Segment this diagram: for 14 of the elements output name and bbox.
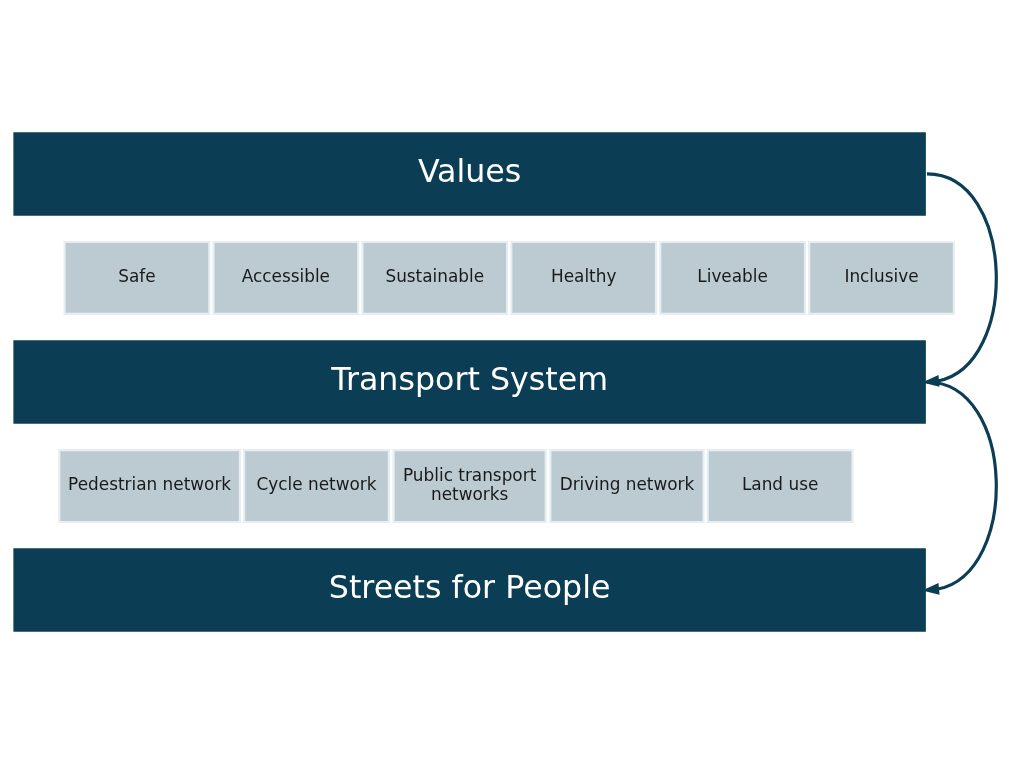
node-box: Values bbox=[12, 131, 926, 216]
node-box: Land use bbox=[706, 448, 854, 523]
node-box: Liveable bbox=[658, 240, 806, 315]
node-box: Public transport networks bbox=[392, 448, 547, 523]
node-box: Driving network bbox=[548, 448, 705, 523]
node-box: Cycle network bbox=[242, 448, 390, 523]
node-box: Accessible bbox=[211, 240, 359, 315]
node-box: Healthy bbox=[509, 240, 657, 315]
node-box: Inclusive bbox=[807, 240, 955, 315]
node-box: Safe bbox=[63, 240, 210, 315]
node-box: Pedestrian network bbox=[57, 448, 241, 523]
node-box: Sustainable bbox=[360, 240, 508, 315]
node-box: Streets for People bbox=[12, 547, 926, 632]
node-box: Transport System bbox=[12, 339, 926, 424]
